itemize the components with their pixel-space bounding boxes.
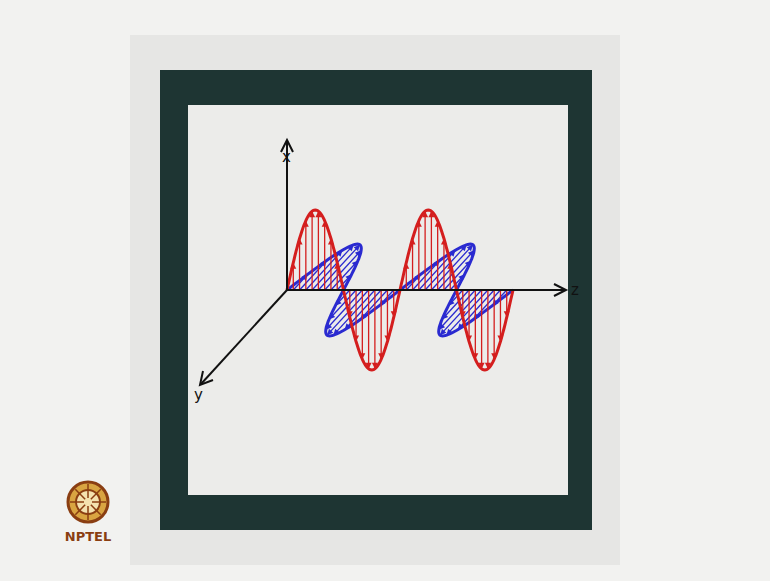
spoke — [91, 489, 101, 499]
field-vector — [431, 211, 432, 290]
field-vector — [387, 290, 388, 341]
field-vector — [437, 221, 438, 290]
field-vector — [355, 290, 356, 341]
field-vector — [500, 290, 501, 341]
slide-dark-border — [160, 70, 592, 530]
field-vector — [330, 239, 331, 290]
field-vector — [494, 290, 495, 359]
spoke — [87, 484, 89, 498]
field-vector — [412, 239, 413, 290]
nptel-emblem — [68, 482, 108, 522]
field-vector — [468, 290, 469, 341]
emblem-spokes — [70, 484, 106, 520]
axis-label: x — [282, 150, 291, 165]
z-arrowhead — [554, 284, 566, 296]
field-vector — [374, 290, 375, 369]
spoke — [87, 506, 89, 520]
y-axis — [201, 290, 287, 384]
axis-label: y — [194, 388, 203, 403]
slide-outer-frame — [130, 35, 620, 565]
field-vector — [475, 290, 476, 359]
logo-text: NPTEL — [65, 530, 111, 543]
spoke — [70, 501, 84, 503]
slide-panel — [188, 105, 568, 495]
field-vector — [299, 239, 300, 290]
field-vector — [324, 221, 325, 290]
z-axis — [287, 289, 565, 291]
spoke — [92, 501, 106, 503]
field-vector — [424, 211, 425, 290]
axis-label: z — [571, 283, 579, 298]
field-vector — [418, 221, 419, 290]
field-vector — [368, 290, 369, 369]
field-vector — [381, 290, 382, 359]
emblem-ring — [68, 482, 108, 522]
field-vector — [318, 211, 319, 290]
y-arrowhead — [200, 371, 213, 385]
field-vector — [311, 211, 312, 290]
field-vector — [443, 239, 444, 290]
field-vector — [481, 290, 482, 369]
spoke — [75, 505, 85, 515]
field-vector — [362, 290, 363, 359]
field-vector — [487, 290, 488, 369]
field-vector — [305, 221, 306, 290]
spoke — [75, 489, 85, 499]
spoke — [91, 505, 101, 515]
axes — [200, 140, 566, 385]
